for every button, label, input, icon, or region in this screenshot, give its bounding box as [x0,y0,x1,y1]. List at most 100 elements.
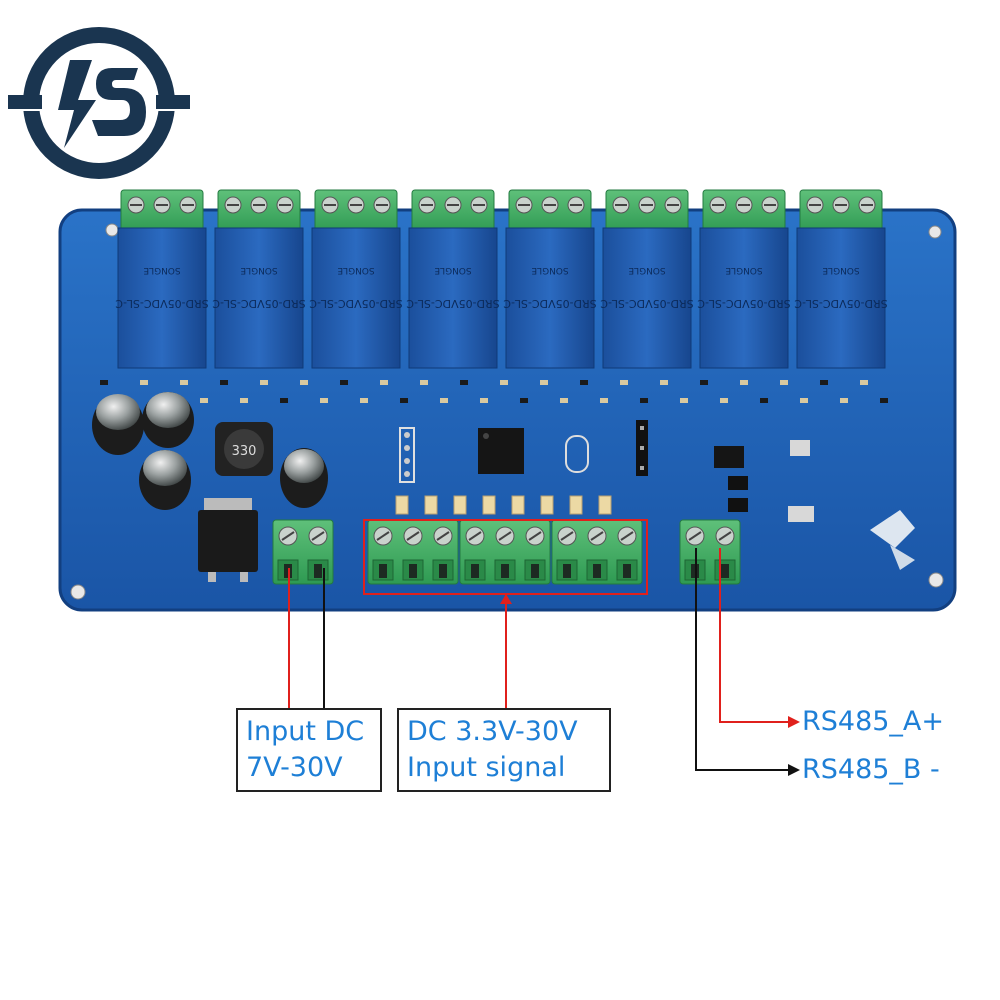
board-logo-mark [870,510,915,570]
relay-model-text: SRD-05VDC-SL-C [309,297,403,310]
smd-part [340,380,348,385]
smd-part [580,380,588,385]
relay-maker-text: SONGLE [725,265,763,275]
signal-input-label: DC 3.3V-30V Input signal [397,708,611,792]
relay-maker-text: SONGLE [337,265,375,275]
relay-maker-text: SONGLE [434,265,472,275]
crystal [565,435,589,473]
rs485-a-label: RS485_A+ [802,706,945,737]
smd-part [300,380,308,385]
input-terminal-block-1 [367,519,459,585]
smd-part [220,380,228,385]
svg-text:330: 330 [232,444,257,459]
smd-part [760,398,768,403]
relay-model-text: SRD-05VDC-SL-C [212,297,306,310]
smd-part [360,398,368,403]
input-terminal-block-3 [551,519,643,585]
input-resistor [511,495,525,515]
smd-component-row [100,380,888,403]
relay-8: SRD-05VDC-SL-C SONGLE [794,189,888,369]
power-input-label-line1: Input DC [246,716,365,747]
relay-maker-text: SONGLE [822,265,860,275]
reset-button [790,440,810,456]
smd-part [380,380,388,385]
smd-part [400,398,408,403]
signal-input-label-line2: Input signal [407,752,566,783]
smd-part [880,398,888,403]
smd-part [800,398,808,403]
rs485-terminal-block [679,519,741,585]
input-resistor [540,495,554,515]
smd-part [100,380,108,385]
relay-5: SRD-05VDC-SL-C SONGLE [503,189,597,369]
smd-part [240,398,248,403]
smd-part [440,398,448,403]
relay-2: SRD-05VDC-SL-C SONGLE [212,189,306,369]
relay-model-text: SRD-05VDC-SL-C [115,297,209,310]
smd-part [640,398,648,403]
input-resistor [424,495,438,515]
smd-part [200,398,208,403]
power-input-label-line2: 7V-30V [246,752,343,783]
uart-header [636,420,648,476]
smd-part [780,380,788,385]
smd-part [620,380,628,385]
relay-model-text: SRD-05VDC-SL-C [600,297,694,310]
voltage-regulator [198,498,258,582]
annotation-lines [288,548,800,776]
relay-model-text: SRD-05VDC-SL-C [794,297,888,310]
relay-3: SRD-05VDC-SL-C SONGLE [309,189,403,369]
relay-row: SRD-05VDC-SL-C SONGLE SRD-05VDC-SL-C SONGLE… [115,189,888,369]
relay-maker-text: SONGLE [143,265,181,275]
signal-input-label-line1: DC 3.3V-30V [407,716,578,747]
smd-part [820,380,828,385]
input-resistor [569,495,583,515]
smd-part [540,380,548,385]
smd-part [600,398,608,403]
smd-part [320,398,328,403]
relay-6: SRD-05VDC-SL-C SONGLE [600,189,694,369]
key-button [788,506,814,522]
input-resistor [482,495,496,515]
smd-part [860,380,868,385]
smd-part [260,380,268,385]
smd-part [500,380,508,385]
relay-maker-text: SONGLE [240,265,278,275]
smd-part [480,398,488,403]
smd-part [180,380,188,385]
optocoupler-row [395,495,612,515]
smd-part [700,380,708,385]
smd-part [140,380,148,385]
input-resistor [395,495,409,515]
input-terminal-block-2 [459,519,551,585]
input-resistor [453,495,467,515]
program-header [399,427,415,483]
relay-model-text: SRD-05VDC-SL-C [503,297,597,310]
smd-part [840,398,848,403]
power-inductor: 330 [215,422,273,476]
power-input-label: Input DC 7V-30V [236,708,382,792]
microcontroller-chip [478,428,524,474]
smd-part [560,398,568,403]
brand-logo [8,27,190,179]
smd-part [680,398,688,403]
terminal-blocks [272,519,741,585]
relay-maker-text: SONGLE [628,265,666,275]
smd-part [520,398,528,403]
smd-part [720,398,728,403]
rs485-transceiver-chip [714,446,744,468]
relay-model-text: SRD-05VDC-SL-C [697,297,791,310]
smd-part [740,380,748,385]
input-resistor [598,495,612,515]
relay-4: SRD-05VDC-SL-C SONGLE [406,189,500,369]
relay-7: SRD-05VDC-SL-C SONGLE [697,189,791,369]
smd-part [460,380,468,385]
relay-1: SRD-05VDC-SL-C SONGLE [115,189,209,369]
smd-part [660,380,668,385]
relay-model-text: SRD-05VDC-SL-C [406,297,500,310]
smd-part [280,398,288,403]
relay-maker-text: SONGLE [531,265,569,275]
rs485-b-label: RS485_B - [802,754,940,785]
smd-part [420,380,428,385]
